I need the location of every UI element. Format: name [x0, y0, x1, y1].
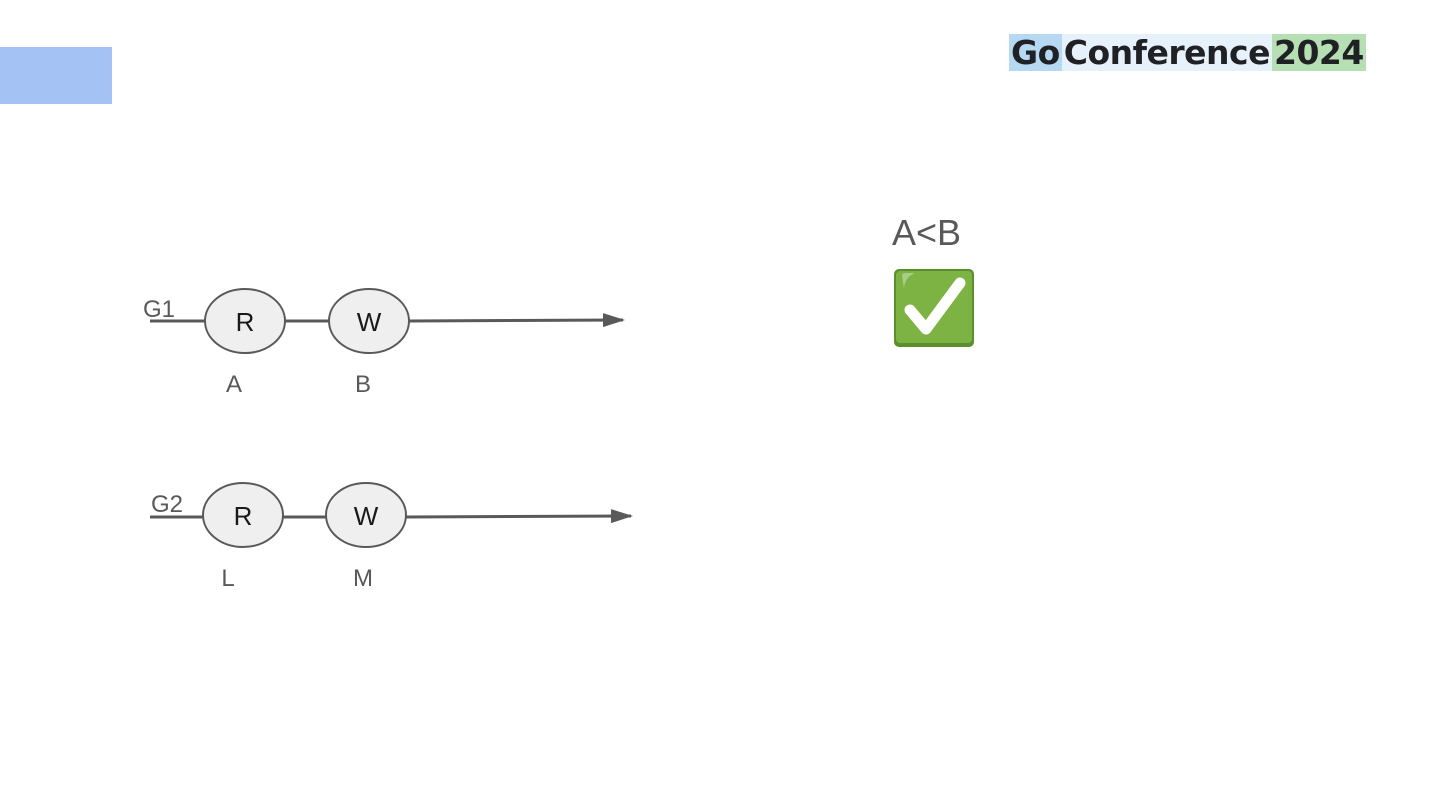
event-label-b: B — [355, 371, 371, 398]
timeline-g1: G1 R W A B — [143, 288, 625, 398]
accent-box — [0, 47, 112, 104]
timeline-g1-arrow — [408, 313, 625, 328]
check-mark-button-icon — [894, 269, 974, 347]
event-label-a: A — [226, 371, 242, 398]
node-write-g2-op: W — [354, 501, 379, 531]
node-read-g1 — [204, 288, 286, 354]
node-write-g1-op: W — [357, 307, 382, 337]
logo-word-conference: Conference — [1061, 33, 1272, 72]
check-box-shine — [902, 273, 915, 288]
timeline-g2-arrow — [405, 509, 633, 524]
logo-word-go: Go — [1009, 33, 1062, 72]
timeline-g2: G2 R W L M — [150, 482, 633, 592]
comparison-text: A<B — [892, 212, 962, 253]
event-label-l: L — [221, 565, 234, 592]
node-write-g2 — [325, 482, 407, 548]
goroutine-label-g2: G2 — [151, 491, 183, 518]
node-read-g1-op: R — [236, 307, 255, 337]
check-mark-tick — [904, 277, 966, 335]
node-read-g2-op: R — [234, 501, 253, 531]
node-read-g2 — [202, 482, 284, 548]
goroutine-label-g1: G1 — [143, 296, 175, 323]
event-label-m: M — [353, 565, 373, 592]
logo-word-year: 2024 — [1271, 33, 1366, 72]
node-write-g1 — [328, 288, 410, 354]
